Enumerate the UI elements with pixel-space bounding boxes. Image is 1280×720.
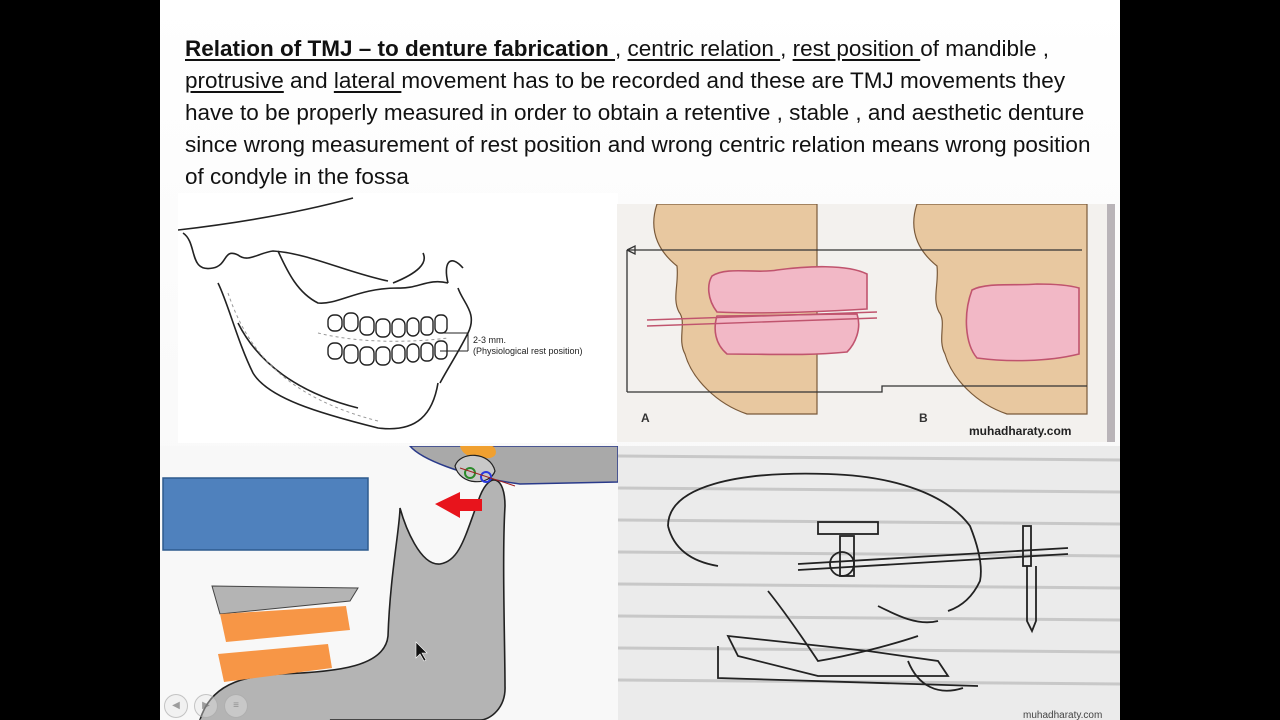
separator: , — [780, 36, 793, 61]
measure-label: 2-3 mm. — [473, 335, 506, 345]
menu-icon: ≡ — [233, 700, 239, 711]
term-lateral: lateral — [334, 68, 402, 93]
heading-text: Relation of TMJ – to denture fabrication — [185, 36, 615, 61]
slide-body-text: Relation of TMJ – to denture fabrication… — [185, 33, 1115, 193]
watermark-text: muhadharaty.com — [969, 424, 1071, 438]
figure-occlusal-profile-a-b: A B muhadharaty.com — [617, 204, 1115, 442]
term-centric-relation: centric relation — [628, 36, 781, 61]
measure-caption: (Physiological rest position) — [473, 346, 583, 356]
slide-menu-button[interactable]: ≡ — [224, 694, 248, 718]
term-rest-position: rest position — [793, 36, 921, 61]
next-slide-button[interactable]: ▶ — [194, 694, 218, 718]
prev-slide-button[interactable]: ◀ — [164, 694, 188, 718]
blue-box — [163, 478, 368, 550]
figure-label-b: B — [919, 411, 928, 425]
chevron-left-icon: ◀ — [172, 700, 180, 711]
separator: , — [615, 36, 628, 61]
watermark-text: muhadharaty.com — [1023, 710, 1102, 720]
term-protrusive: protrusive — [185, 68, 284, 93]
body-text-part: and — [284, 68, 334, 93]
figure-face-bow-sketch: muhadharaty.com — [618, 446, 1120, 720]
chevron-right-icon: ▶ — [202, 700, 210, 711]
figure-condyle-schematic — [160, 446, 618, 720]
body-text-part: of mandible , — [920, 36, 1049, 61]
figure-label-a: A — [641, 411, 650, 425]
figure-rest-position-skull: 2-3 mm. (Physiological rest position) — [178, 193, 618, 443]
slide: Relation of TMJ – to denture fabrication… — [160, 0, 1120, 720]
